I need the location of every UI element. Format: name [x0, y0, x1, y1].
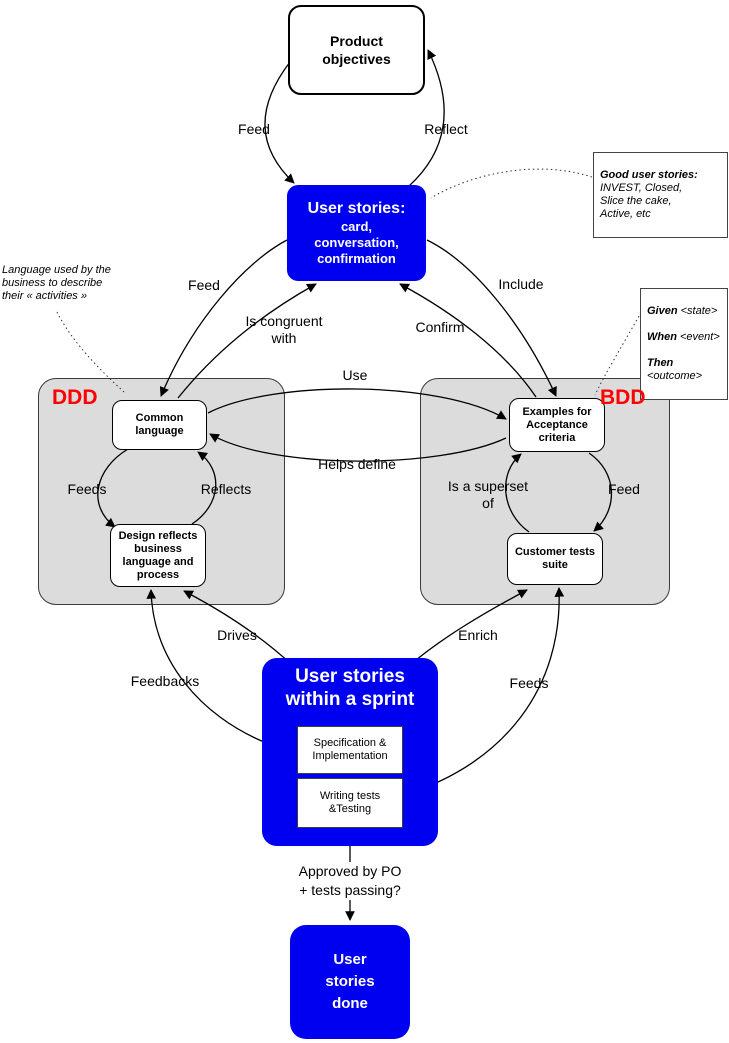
edge-label-feeds-ddd: Feeds [67, 481, 107, 497]
dotted-language-used [56, 311, 125, 393]
gwt-line-when: When <event> [647, 331, 720, 343]
language-used-annotation: Language used by the business to describ… [2, 264, 111, 302]
good-user-stories-title: Good user stories: [600, 169, 698, 181]
edge-label-reflect: Reflect [424, 121, 468, 137]
product-objectives-label: Product objectives [322, 33, 391, 67]
user-stories-subtitle: card, conversation, confirmation [314, 219, 399, 266]
arrow-include [426, 239, 557, 397]
edge-label-feed-top: Feed [238, 121, 270, 137]
edge-label-enrich: Enrich [458, 627, 498, 643]
good-user-stories-annotation: Good user stories: INVEST, Closed, Slice… [593, 152, 728, 238]
common-language-label: Common language [135, 412, 184, 437]
dotted-given-when-then [594, 315, 640, 396]
arrow-feed-left [159, 239, 288, 397]
edge-label-feedbacks: Feedbacks [130, 673, 200, 689]
arrow-feedbacks [146, 589, 265, 743]
edge-label-feed-bdd: Feed [608, 481, 640, 497]
dotted-good-user-stories [430, 168, 593, 199]
spec-implementation-box: Specification & Implementation [297, 726, 403, 774]
edge-label-feeds-bottom: Feeds [509, 675, 549, 691]
arrow-use [207, 388, 507, 420]
arrow-enrich [409, 589, 528, 666]
writing-tests-label: Writing tests &Testing [319, 790, 381, 815]
sprint-node: User stories within a sprint Specificati… [262, 658, 438, 846]
arrow-reflects-ddd [191, 451, 217, 525]
customer-tests-label: Customer tests suite [514, 546, 596, 571]
arrow-reflect [408, 49, 445, 187]
edge-label-use: Use [342, 367, 368, 383]
edge-label-drives: Drives [217, 627, 257, 643]
arrow-feed-top [264, 61, 295, 184]
arrow-feeds-bottom [406, 587, 565, 795]
writing-tests-box: Writing tests &Testing [297, 778, 403, 828]
arrow-helps-define [209, 433, 507, 462]
edge-label-helps-define: Helps define [318, 456, 396, 472]
arrow-superset [505, 453, 530, 533]
spec-implementation-label: Specification & Implementation [312, 737, 388, 762]
arrow-confirm [399, 283, 537, 398]
edge-label-is-congruent: Is congruent with [245, 313, 323, 346]
edge-label-confirm: Confirm [415, 319, 465, 335]
good-user-stories-body: INVEST, Closed, Slice the cake, Active, … [600, 182, 683, 220]
edge-label-feed-left: Feed [188, 277, 220, 293]
arrow-drives [183, 590, 293, 666]
sprint-title: User stories within a sprint [285, 666, 415, 710]
arrow-is-congruent [177, 283, 317, 399]
gwt-line-given: Given <state> [647, 305, 718, 317]
edge-label-superset: Is a superset of [447, 478, 529, 511]
examples-acceptance-node: Examples for Acceptance criteria [509, 398, 605, 452]
design-reflects-label: Design reflects business language and pr… [118, 529, 198, 581]
bdd-group-label: BDD [600, 386, 646, 409]
arrow-feeds-ddd [97, 448, 129, 528]
given-when-then-annotation: Given <state> When <event> Then <outcome… [640, 288, 728, 400]
edge-label-approved: Approved by PO + tests passing? [272, 862, 428, 900]
design-reflects-node: Design reflects business language and pr… [110, 524, 206, 587]
examples-acceptance-label: Examples for Acceptance criteria [522, 405, 592, 444]
product-objectives-node: Product objectives [288, 5, 425, 95]
ddd-group-label: DDD [52, 386, 98, 409]
edge-label-include: Include [498, 276, 544, 292]
arrow-feed-bdd [588, 452, 613, 532]
user-stories-title: User stories: [307, 200, 406, 217]
user-stories-node: User stories: card, conversation, confir… [287, 185, 426, 281]
gwt-line-then: Then <outcome> [647, 357, 703, 382]
customer-tests-node: Customer tests suite [507, 533, 603, 585]
user-stories-done-node: User stories done [290, 925, 410, 1039]
common-language-node: Common language [112, 400, 207, 450]
edge-label-reflects-ddd: Reflects [200, 481, 252, 497]
user-stories-done-label: User stories done [325, 951, 375, 1012]
